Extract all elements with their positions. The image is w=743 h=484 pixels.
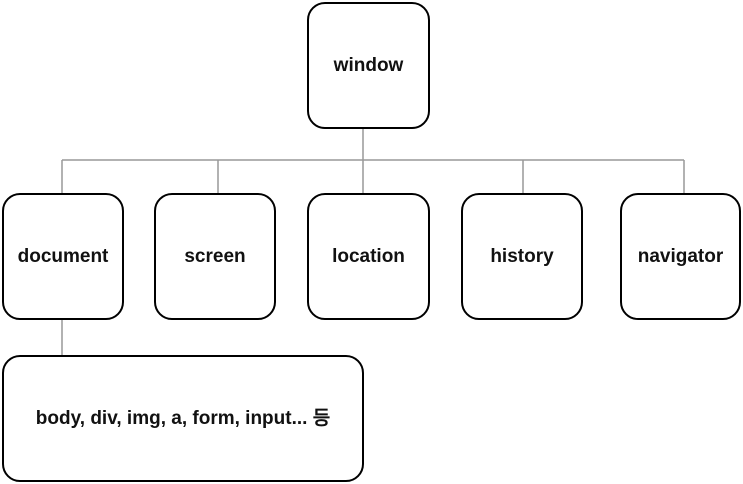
history-label: history (490, 245, 554, 267)
screen-node: screen (154, 193, 276, 320)
navigator-node: navigator (620, 193, 741, 320)
document-elements-node: body, div, img, a, form, input... 등 (2, 355, 364, 482)
screen-label: screen (184, 245, 246, 267)
navigator-label: navigator (637, 245, 724, 267)
document-node: document (2, 193, 124, 320)
document-label: document (17, 245, 109, 267)
location-label: location (332, 245, 405, 267)
window-label: window (333, 54, 404, 76)
location-node: location (307, 193, 430, 320)
history-node: history (461, 193, 583, 320)
document-elements-label: body, div, img, a, form, input... 등 (35, 407, 331, 429)
window-node: window (307, 2, 430, 129)
